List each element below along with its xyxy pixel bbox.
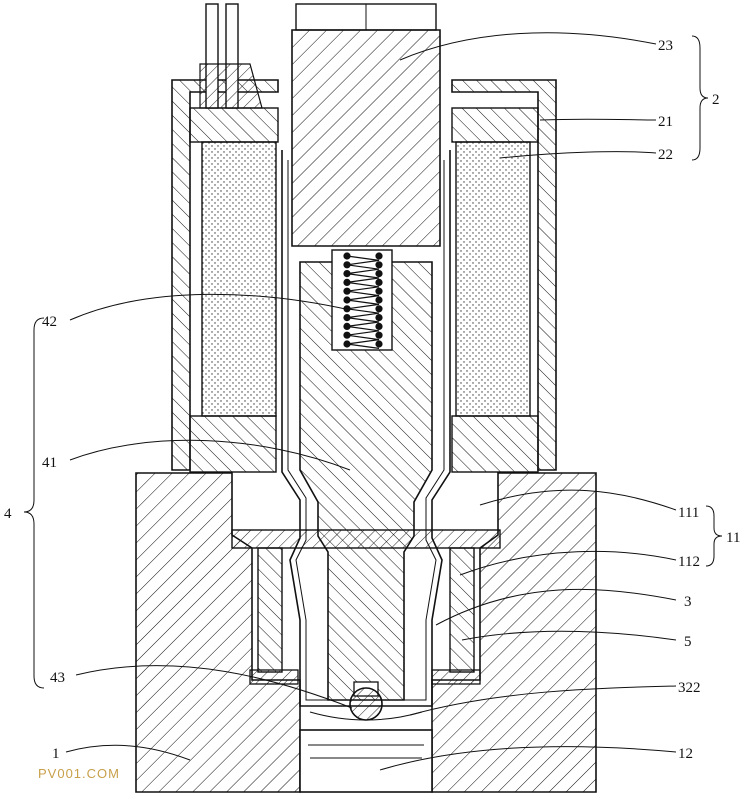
terminal-pins <box>199 3 263 109</box>
leader-23 <box>399 32 657 61</box>
brace-4 <box>23 317 45 689</box>
label-21: 21 <box>658 114 673 130</box>
watermark: PV001.COM <box>38 766 120 781</box>
label-111: 111 <box>678 505 699 521</box>
leader-5 <box>461 630 677 641</box>
guide-rings <box>231 529 501 685</box>
label-43: 43 <box>50 670 65 686</box>
leader-12 <box>379 746 677 771</box>
leader-21 <box>539 118 657 121</box>
brace-2 <box>691 35 709 161</box>
spring-coil-right-1 <box>375 261 383 269</box>
leader-322 <box>409 685 677 716</box>
brace-11 <box>705 505 723 567</box>
label-22: 22 <box>658 147 673 163</box>
leader-111 <box>479 489 677 511</box>
leader-1 <box>65 744 191 761</box>
label-23: 23 <box>658 38 673 54</box>
label-1: 1 <box>52 746 60 762</box>
coil-winding <box>201 141 531 417</box>
valve-body <box>135 472 597 793</box>
valve-ball <box>309 681 423 721</box>
label-12: 12 <box>678 746 693 762</box>
label-41: 41 <box>42 455 57 471</box>
label-5: 5 <box>684 634 692 650</box>
label-2: 2 <box>712 92 720 108</box>
label-322: 322 <box>678 680 701 696</box>
spring-coil-right-9 <box>375 331 383 339</box>
part-labels: 23 2 21 22 42 4 41 111 11 112 3 5 43 322… <box>4 38 740 762</box>
leader-112 <box>459 550 677 576</box>
label-112: 112 <box>678 554 700 570</box>
spring-coil-right-6 <box>375 305 383 313</box>
spring-coil-right-2 <box>375 270 383 278</box>
spring-wire <box>346 255 380 349</box>
static-iron-core <box>291 3 441 247</box>
moving-iron-core <box>299 249 433 701</box>
spring-coil-right-10 <box>375 340 383 348</box>
braces <box>23 35 723 689</box>
leader-lines <box>65 32 677 771</box>
spring-coil-right-4 <box>375 287 383 295</box>
label-4: 4 <box>4 506 12 522</box>
spring <box>343 252 383 349</box>
leader-42 <box>69 293 351 321</box>
leader-43 <box>75 665 353 709</box>
spring-coil-left-0 <box>343 252 351 260</box>
leader-41 <box>69 439 351 471</box>
label-42: 42 <box>42 314 57 330</box>
leader-3 <box>435 588 677 626</box>
spring-coil-right-3 <box>375 278 383 286</box>
spring-coil-right-0 <box>375 252 383 260</box>
spring-coil-right-7 <box>375 314 383 322</box>
spring-coil-right-8 <box>375 322 383 330</box>
leader-22 <box>499 151 657 159</box>
spring-coil-right-5 <box>375 296 383 304</box>
label-11: 11 <box>726 530 740 546</box>
label-3: 3 <box>684 594 692 610</box>
